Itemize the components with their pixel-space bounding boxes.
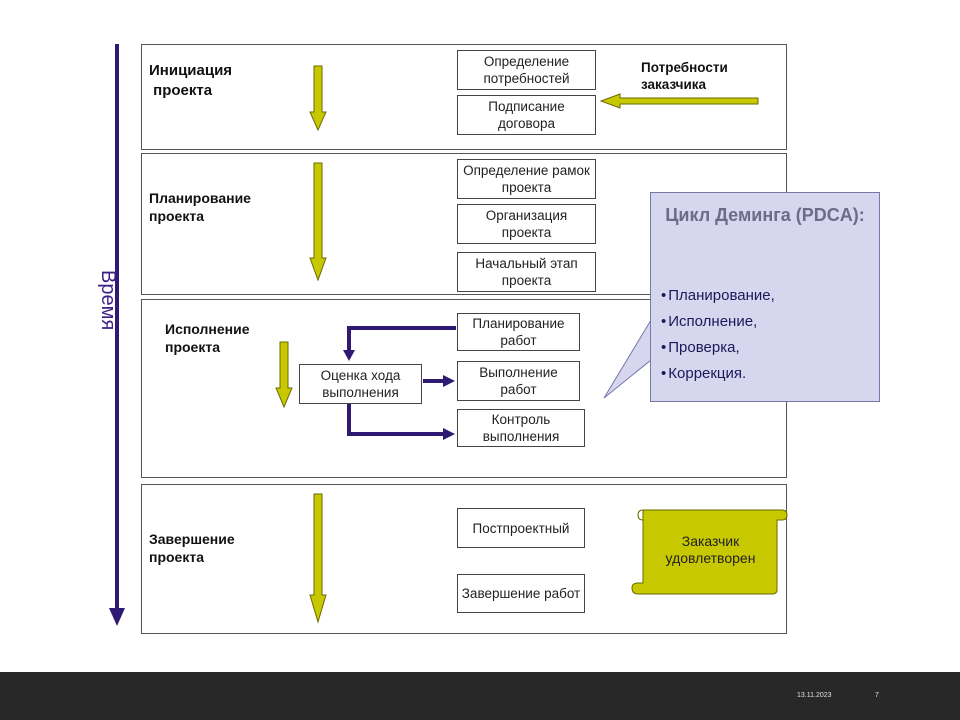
footer-bar xyxy=(0,672,960,720)
arrowhead-to-control xyxy=(443,428,455,440)
box-progress-assessment: Оценка хода выполнения xyxy=(299,364,422,404)
box-needs-definition: Определение потребностей xyxy=(457,50,596,90)
scroll-shape xyxy=(631,509,788,595)
deming-list: Планирование, Исполнение, Проверка, Корр… xyxy=(661,283,775,387)
arrowhead-to-execution xyxy=(443,375,455,387)
arrow-initiation xyxy=(309,65,327,132)
connector-planning-to-assessment xyxy=(347,326,456,352)
arrow-customer-needs xyxy=(599,93,759,109)
connector-assessment-to-control xyxy=(347,404,445,436)
arrow-closing xyxy=(309,493,327,624)
customer-needs-label: Потребности заказчика xyxy=(641,60,728,92)
deming-item-act: Коррекция. xyxy=(661,361,775,387)
deming-callout: Цикл Деминга (PDCA): Планирование, Испол… xyxy=(650,192,880,402)
box-work-execution: Выполнение работ xyxy=(457,361,580,401)
box-execution-control: Контроль выполнения xyxy=(457,409,585,447)
box-post-project: Постпроектный xyxy=(457,508,585,548)
time-axis-label: Время xyxy=(97,270,119,331)
customer-satisfied-label: Заказчик удовлетворен xyxy=(665,533,756,566)
box-work-completion: Завершение работ xyxy=(457,574,585,613)
deming-item-check: Проверка, xyxy=(661,335,775,361)
phase-planning-title: Планирование проекта xyxy=(149,190,251,224)
timeline-arrowhead xyxy=(109,608,125,626)
box-scope-definition: Определение рамок проекта xyxy=(457,159,596,199)
deming-item-do: Исполнение, xyxy=(661,309,775,335)
arrow-execution xyxy=(275,341,293,409)
box-work-planning: Планирование работ xyxy=(457,313,580,351)
arrow-planning xyxy=(309,162,327,282)
phase-initiation-title: Инициация проекта xyxy=(149,62,233,99)
deming-title: Цикл Деминга (PDCA): xyxy=(665,205,865,225)
footer-date: 13.11.2023 xyxy=(797,692,832,699)
box-contract-signing: Подписание договора xyxy=(457,95,596,135)
deming-item-plan: Планирование, xyxy=(661,283,775,309)
phase-execution-title: Исполнение проекта xyxy=(165,321,250,355)
footer-page-number: 7 xyxy=(875,692,879,699)
box-project-organization: Организация проекта xyxy=(457,204,596,244)
arrowhead-to-assessment xyxy=(343,350,355,361)
phase-closing-title: Завершение проекта xyxy=(149,531,235,565)
box-initial-stage: Начальный этап проекта xyxy=(457,252,596,292)
deming-callout-tail xyxy=(603,318,652,399)
